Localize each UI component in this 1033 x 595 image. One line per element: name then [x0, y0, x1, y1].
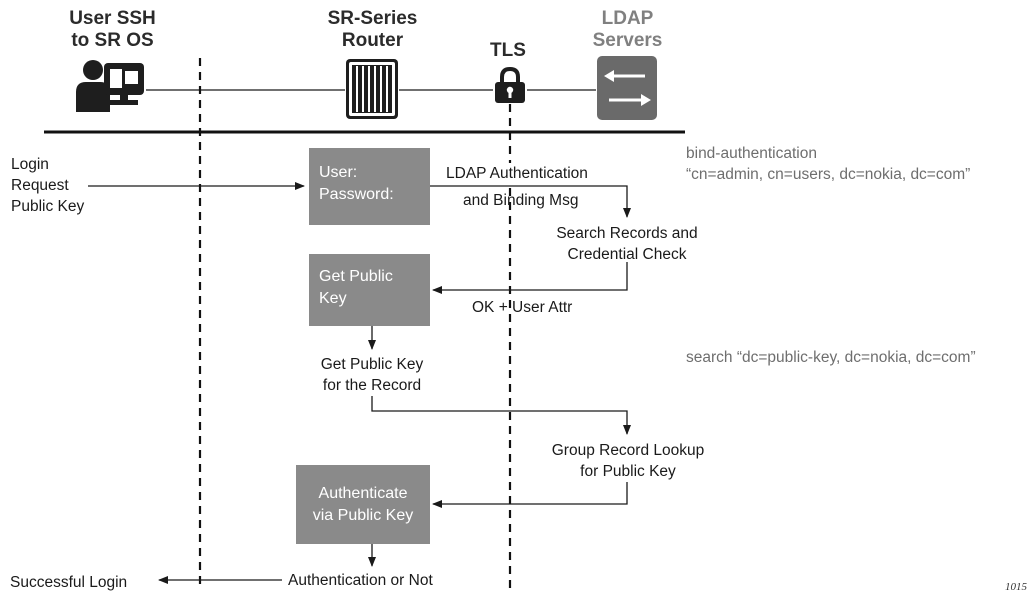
user-terminal-icon	[74, 58, 146, 112]
get-public-key-record-label: Get Public Key for the Record	[320, 356, 424, 394]
ok-user-attr-label: OK + User Attr	[472, 299, 573, 316]
search-note: search “dc=public-key, dc=nokia, dc=com”	[686, 349, 976, 366]
ldap-auth-arrow	[430, 185, 631, 218]
user-password-box: User: Password:	[309, 148, 430, 225]
header-tls: TLS	[490, 40, 526, 61]
header-sr-router: SR-Series Router	[327, 8, 418, 51]
record-lookup-arrow	[371, 396, 631, 435]
header-ldap-servers: LDAP Servers	[592, 8, 663, 51]
server-exchange-icon	[596, 55, 658, 121]
header-user-ssh: User SSH to SR OS	[69, 8, 156, 51]
group-lookup-return-arrow	[432, 482, 628, 508]
ldap-authentication-label: LDAP Authentication	[446, 163, 590, 184]
login-request-label: Login Request Public Key	[11, 156, 85, 215]
successful-login-label: Successful Login	[10, 574, 128, 591]
get-public-key-box: Get Public Key	[309, 254, 430, 326]
search-records-label: Search Records and Credential Check	[556, 225, 698, 263]
auth-or-not-label: Authentication or Not	[288, 572, 433, 589]
authenticate-public-key-box: Authenticate via Public Key	[296, 465, 430, 544]
bind-authentication-note: bind-authentication “cn=admin, cn=users,…	[686, 145, 971, 183]
binding-msg-label: and Binding Msg	[463, 192, 579, 209]
router-icon	[345, 58, 399, 120]
padlock-icon	[493, 66, 527, 104]
group-record-lookup-label: Group Record Lookup for Public Key	[551, 442, 705, 480]
ok-user-attr-arrow	[432, 262, 628, 294]
figure-id: 1015	[1005, 581, 1027, 593]
